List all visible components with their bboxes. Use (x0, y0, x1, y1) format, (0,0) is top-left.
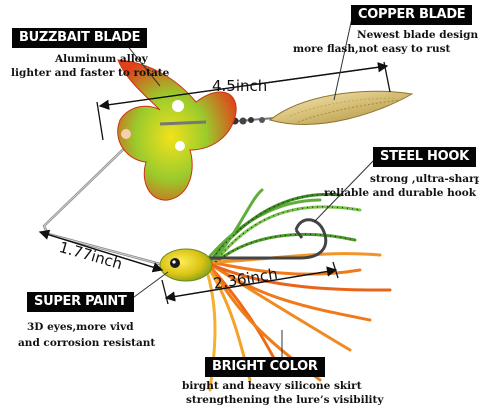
length-dimension-label: 4.5inch (212, 77, 268, 95)
super-paint-desc-2: and corrosion resistant (18, 337, 156, 349)
lure-head-icon (159, 248, 213, 282)
steel-hook-label: STEEL HOOK (373, 147, 476, 167)
leader-lines (125, 17, 377, 360)
steel-hook-desc-1: strong ,ultra-sharp (370, 173, 479, 185)
super-paint-desc-1: 3D eyes,more vivd (27, 321, 134, 333)
dimension-lines (38, 61, 391, 305)
bright-color-desc-1: birght and heavy silicone skirt (182, 380, 362, 392)
buzzbait-blade-icon (117, 59, 237, 201)
copper-willow-blade-icon (268, 90, 414, 125)
buzzbait-blade-desc-1: Aluminum alloy (55, 53, 148, 65)
bright-color-desc-2: strengthening the lure’s visibility (186, 394, 384, 406)
copper-blade-desc-2: more flash,not easy to rust (293, 43, 451, 55)
buzzbait-blade-label: BUZZBAIT BLADE (12, 28, 148, 48)
steel-hook-desc-2: reliable and durable hook (324, 187, 476, 199)
buzzbait-blade-desc-2: lighter and faster to rotate (11, 67, 170, 79)
bright-color-label: BRIGHT COLOR (205, 357, 325, 377)
super-paint-label: SUPER PAINT (27, 292, 134, 312)
copper-blade-desc-1: Newest blade design (357, 29, 479, 41)
copper-blade-label: COPPER BLADE (351, 5, 473, 25)
steel-hook-icon (200, 218, 328, 260)
